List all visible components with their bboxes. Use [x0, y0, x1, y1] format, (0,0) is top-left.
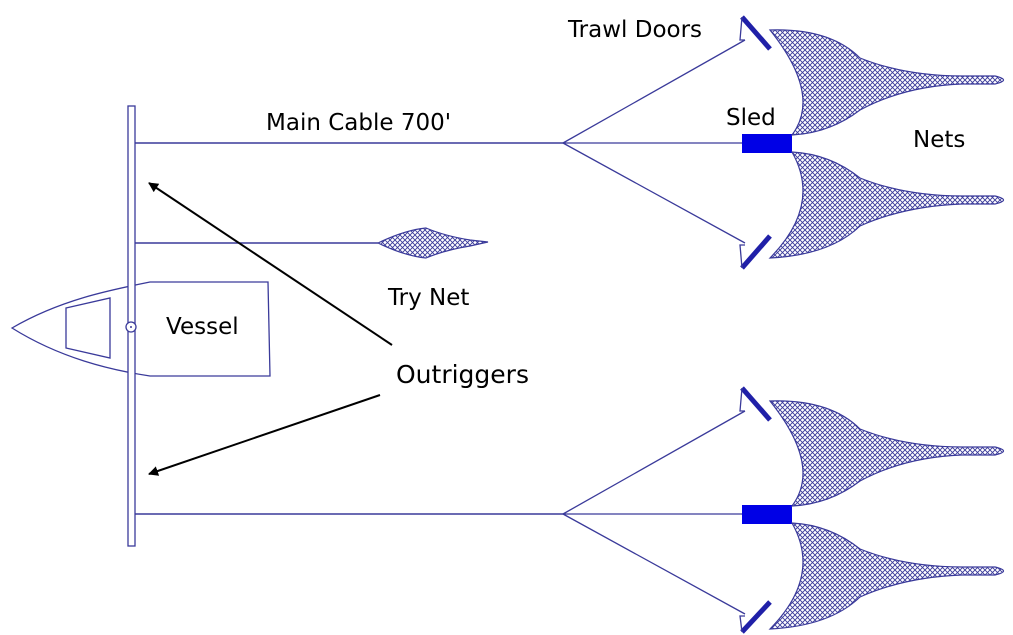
- outrigger-arrow-down: [148, 394, 381, 476]
- trawl-door: [740, 15, 772, 51]
- label-outriggers: Outriggers: [396, 360, 529, 389]
- net-upper: [768, 400, 1005, 507]
- net-lower: [768, 522, 1005, 630]
- label-vessel: Vessel: [166, 314, 239, 340]
- sled: [742, 505, 792, 524]
- trawl-assembly-top: [562, 15, 1005, 270]
- outrigger-mast: [125, 105, 137, 547]
- try-net: [376, 227, 489, 259]
- label-sled: Sled: [726, 105, 776, 131]
- bridle-line: [562, 513, 746, 615]
- label-trawl-doors: Trawl Doors: [567, 17, 702, 43]
- vessel: [10, 281, 271, 377]
- label-main-cable: Main Cable 700': [266, 110, 451, 136]
- trawl-door: [740, 386, 772, 422]
- sled: [742, 134, 792, 153]
- outrigger-arrow-up: [148, 182, 393, 346]
- net-upper: [768, 29, 1005, 136]
- trawl-door: [740, 600, 772, 634]
- bridle-line: [562, 410, 746, 515]
- label-try-net: Try Net: [387, 285, 469, 311]
- bridle-line: [562, 39, 746, 144]
- vessel-wheelhouse: [65, 297, 111, 359]
- trawl-door: [740, 234, 772, 270]
- vessel-hull: [10, 281, 271, 377]
- trawl-assembly-bottom: [562, 386, 1005, 634]
- net-lower: [768, 151, 1005, 259]
- label-nets: Nets: [913, 127, 965, 153]
- bridle-line: [562, 142, 746, 244]
